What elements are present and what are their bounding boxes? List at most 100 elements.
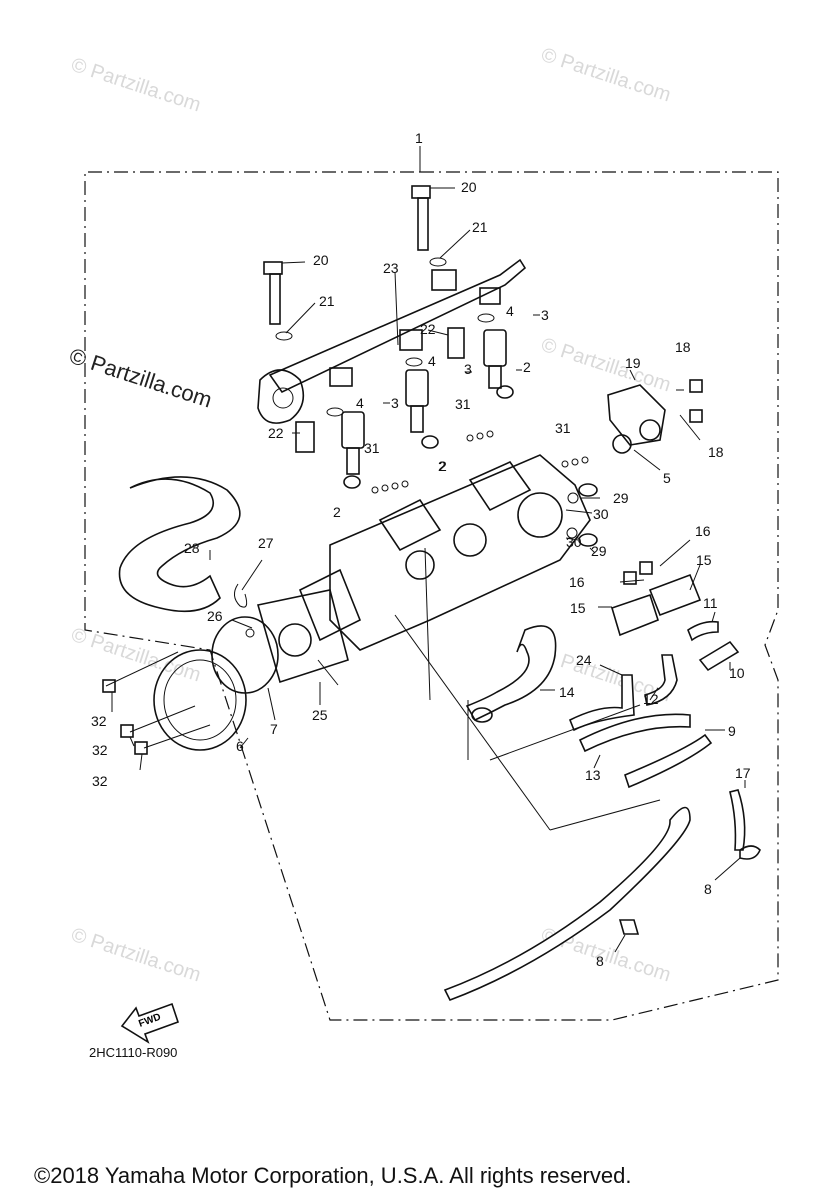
callout-4: 4 [428,353,436,369]
seal-2 [343,475,361,489]
callout-29: 29 [613,490,629,506]
seal-2 [421,435,439,449]
callout-1: 1 [415,130,423,146]
callout-8: 8 [704,881,712,897]
hose-9 [624,733,713,789]
callout-16: 16 [569,574,585,590]
hose-13 [578,713,691,753]
watermark: © Partzilla.com [68,54,203,117]
callout-9: 9 [728,723,736,739]
hose-12 [644,654,678,706]
callout-3: 3 [541,307,549,323]
watermark: © Partzilla.com [68,924,203,987]
callout-12: 12 [643,691,659,707]
callout-19: 19 [625,355,641,371]
callout-21: 21 [472,219,488,235]
bolt-20-upper [411,185,431,251]
callout-10: 10 [729,665,745,681]
callout-31: 31 [364,440,380,456]
copyright-notice: ©2018 Yamaha Motor Corporation, U.S.A. A… [34,1163,632,1188]
screw-16 [623,571,637,585]
callout-24: 24 [576,652,592,668]
callout-4: 4 [356,395,364,411]
forward-arrow-icon: FWD [120,1002,180,1044]
watermark-group: © Partzilla.com © Partzilla.com © Partzi… [66,44,673,987]
watermark: © Partzilla.com [538,44,673,107]
leader-lines [105,187,746,953]
callout-15: 15 [696,552,712,568]
hose-14 [465,625,557,722]
clamp-8 [618,919,640,935]
callout-2: 2 [523,359,531,375]
injector-3 [477,313,507,389]
screw-16 [639,561,653,575]
callout-30: 30 [593,506,609,522]
hose-11 [687,620,719,642]
callout-14: 14 [559,684,575,700]
callout-18: 18 [675,339,691,355]
callout-30: 30 [566,534,582,550]
watermark: © Partzilla.com [538,334,673,397]
callout-2: 2 [333,504,341,520]
callout-31: 31 [455,396,471,412]
joint-10 [698,640,740,672]
bolt-20-lower [263,261,283,325]
injector-1 [326,407,365,475]
callout-27: 27 [258,535,274,551]
cover-6 [153,649,247,751]
callout-32: 32 [92,742,108,758]
callout-26: 26 [207,608,223,624]
screw-18 [689,379,703,423]
washer-21 [429,257,447,267]
callout-7: 7 [270,721,278,737]
callout-18: 18 [708,444,724,460]
callout-3: 3 [391,395,399,411]
throttle-position-sensor [607,384,666,446]
callout-20: 20 [461,179,477,195]
watermark: © Partzilla.com [68,624,203,687]
washer-21 [275,331,293,341]
callout-4: 4 [506,303,514,319]
callout-16: 16 [695,523,711,539]
callout-8: 8 [596,953,604,969]
gasket-7 [211,616,279,694]
hose-main [443,806,691,1002]
o-ring-5 [612,434,632,454]
spacer-22 [295,421,315,453]
seal-2 [496,385,514,399]
injector-2 [405,357,429,433]
callout-6: 6 [236,738,244,754]
hose-17 [729,789,746,851]
callout-numbers: 1 2 2 2 2 3 3 3 4 4 4 5 6 7 8 8 9 10 11 … [91,130,751,969]
callout-22: 22 [268,425,284,441]
callout-5: 5 [663,470,671,486]
callout-21: 21 [319,293,335,309]
throttle-body [298,454,591,651]
fuel-rail [257,258,527,424]
drawing-code: 2HC1110-R090 [89,1045,178,1060]
callout-15: 15 [570,600,586,616]
map-sensor-upper [648,573,702,617]
callout-32: 32 [92,773,108,789]
callout-17: 17 [735,765,751,781]
callout-32: 32 [91,713,107,729]
hose-24 [568,674,635,732]
callout-11: 11 [703,595,718,611]
callout-25: 25 [312,707,328,723]
clamp-8 [739,845,761,860]
housing [256,589,349,684]
callout-31: 31 [555,420,571,436]
callout-2: 2 [438,458,446,474]
callout-2: 2 [439,458,447,474]
hose-28 [118,476,241,613]
callout-13: 13 [585,767,601,783]
callout-3: 3 [464,361,472,377]
callout-20: 20 [313,252,329,268]
assembly-boundary [84,171,779,1021]
map-sensor-lower [611,593,659,637]
callout-22: 22 [420,321,436,337]
spring-31 [371,430,589,494]
spacer-22 [447,327,465,359]
watermark-dark: © Partzilla.com [66,343,215,413]
